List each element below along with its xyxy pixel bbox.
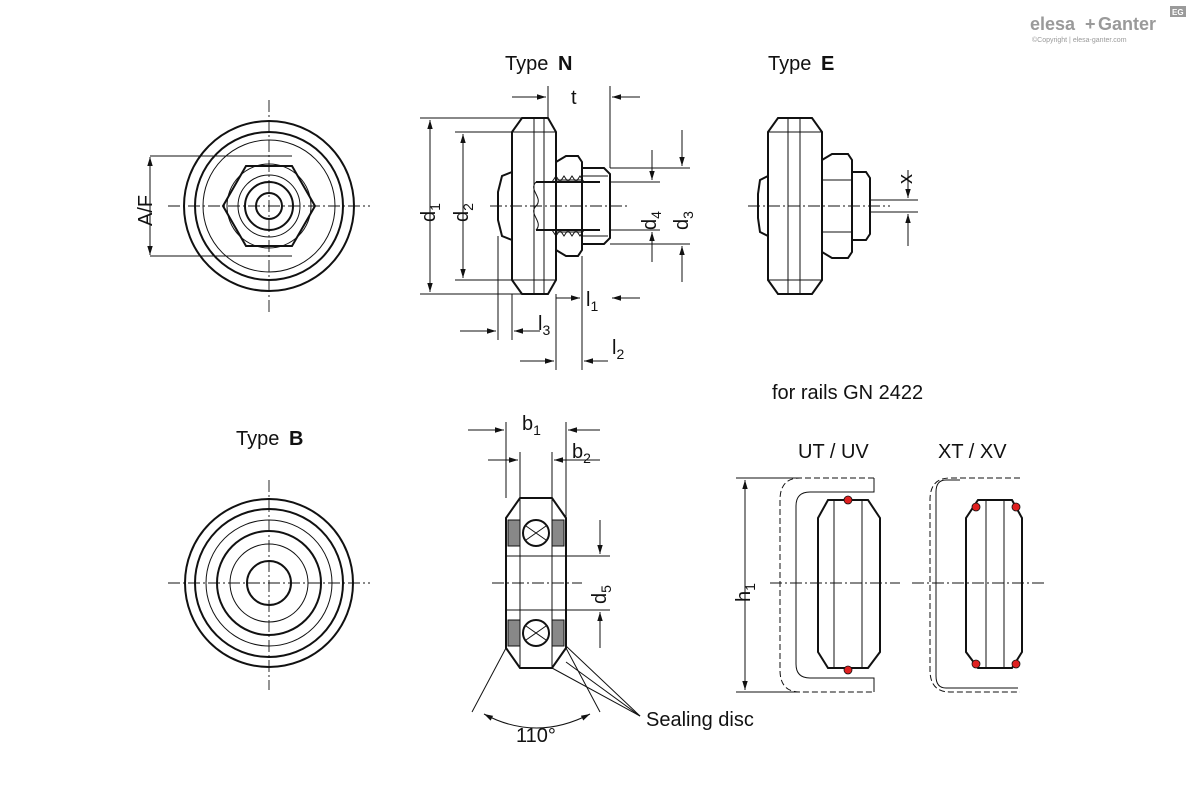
h1-label: h1 xyxy=(733,583,758,602)
logo-plus: + xyxy=(1085,14,1096,34)
type-e-prefix: Type xyxy=(768,53,811,75)
type-b-letter: B xyxy=(289,428,303,450)
logo-brand-right: Ganter xyxy=(1098,14,1156,34)
logo-copyright: ©Copyright | elesa-ganter.com xyxy=(1032,36,1127,44)
ut-uv-label: UT / UV xyxy=(798,441,869,463)
rail-profile-ut-uv: UT / UV h1 xyxy=(733,441,900,693)
logo-badge: EG xyxy=(1172,8,1184,17)
type-b-view: Type B xyxy=(168,428,370,690)
type-b-prefix: Type xyxy=(236,428,279,450)
seal-dot xyxy=(1011,502,1021,512)
x-label: x xyxy=(895,174,917,184)
sealing-disc-label: Sealing disc xyxy=(646,709,754,731)
d4-label: d4 xyxy=(639,211,664,230)
b1-label: b1 xyxy=(522,413,541,438)
type-n-prefix: Type xyxy=(505,53,548,75)
b2-label: b2 xyxy=(572,441,591,466)
front-view-hex: A/F xyxy=(135,100,370,312)
sealing-disc-lower-right xyxy=(551,619,565,647)
sealing-disc-upper-right xyxy=(551,519,565,547)
l1-label: l1 xyxy=(586,289,598,314)
seal-dot xyxy=(971,502,981,512)
rail-profile-xt-xv: XT / XV xyxy=(912,441,1045,693)
seal-dot xyxy=(843,665,853,675)
logo-brand-left: elesa xyxy=(1030,14,1076,34)
type-n-letter: N xyxy=(558,53,572,75)
type-n-view: Type N t d1 xyxy=(418,53,696,370)
af-label: A/F xyxy=(135,195,157,226)
logo-badge-bg xyxy=(1170,6,1186,17)
angle-label: 110° xyxy=(516,725,556,747)
d2-label: d2 xyxy=(451,203,476,222)
rails-note: for rails GN 2422 xyxy=(772,382,923,404)
type-e-view: Type E x xyxy=(748,53,918,295)
l2-label: l2 xyxy=(612,337,624,362)
xt-xv-label: XT / XV xyxy=(938,441,1007,463)
d1-label: d1 xyxy=(418,203,443,222)
d3-label: d3 xyxy=(671,211,696,230)
type-e-letter: E xyxy=(821,53,834,75)
l3-label: l3 xyxy=(538,313,550,338)
d5-label: d5 xyxy=(589,585,614,604)
bearing-section-view: b1 b2 d5 110° Sealing disc xyxy=(468,413,754,747)
brand-logo: elesa + Ganter EG ©Copyright | elesa-gan… xyxy=(1030,6,1186,44)
t-label: t xyxy=(571,87,577,109)
seal-dot xyxy=(843,495,853,505)
sealing-disc-lower-left xyxy=(507,619,521,647)
seal-dot xyxy=(971,659,981,669)
sealing-disc-upper-left xyxy=(507,519,521,547)
seal-dot xyxy=(1011,659,1021,669)
